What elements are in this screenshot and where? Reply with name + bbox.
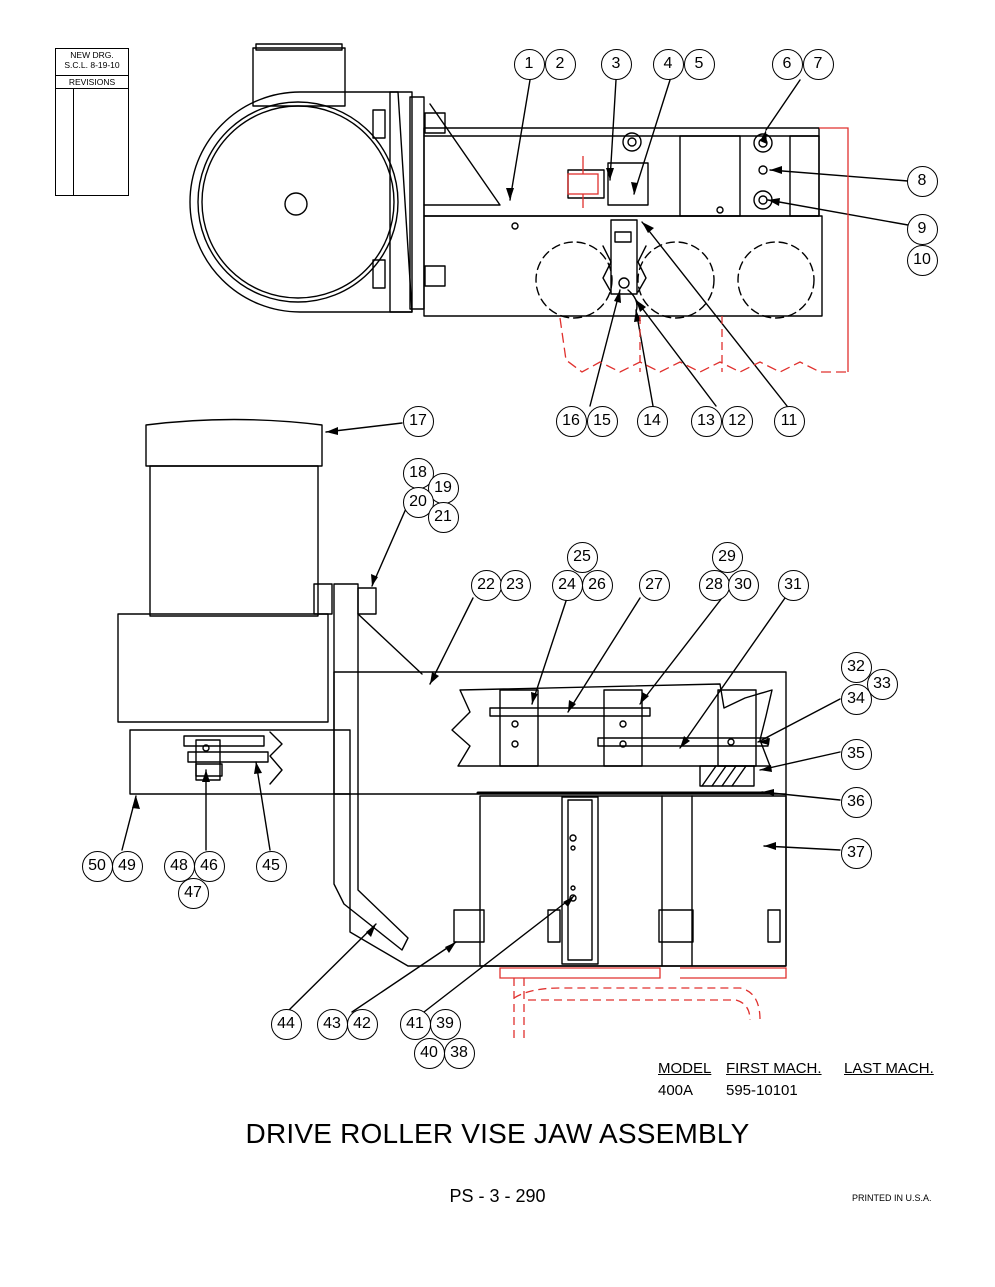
callout-27: 27: [638, 569, 670, 601]
callout-35: 35: [840, 738, 872, 770]
side-view-cutaway: [451, 683, 773, 787]
leader-arrowheads: [132, 130, 782, 953]
callout-23: 23: [499, 569, 531, 601]
callout-40: 40: [413, 1037, 445, 1069]
revision-line-1: NEW DRG.: [70, 50, 114, 60]
side-view-gearbox-housing: [333, 671, 787, 967]
callout-22: 22: [470, 569, 502, 601]
top-view-hidden-rollers: [535, 241, 815, 319]
callout-17: 17: [402, 405, 434, 437]
side-view-mount-plate: [333, 583, 423, 951]
model-header: MODEL: [658, 1060, 712, 1077]
callout-49: 49: [111, 850, 143, 882]
callout-38: 38: [443, 1037, 475, 1069]
callout-28: 28: [698, 569, 730, 601]
phantom-outline: [499, 127, 849, 1040]
callout-9: 9: [906, 213, 938, 245]
callout-25: 25: [566, 541, 598, 573]
callout-8: 8: [906, 165, 938, 197]
model-value: 400A: [658, 1082, 694, 1099]
callout-14: 14: [636, 405, 668, 437]
callout-11: 11: [773, 405, 805, 437]
callout-1: 1: [513, 48, 545, 80]
callout-2: 2: [544, 48, 576, 80]
callout-10: 10: [906, 244, 938, 276]
model-table: MODEL FIRST MACH. LAST MACH. 400A 595-10…: [658, 1058, 948, 1102]
callout-15: 15: [586, 405, 618, 437]
callout-43: 43: [316, 1008, 348, 1040]
callout-7: 7: [802, 48, 834, 80]
callout-47: 47: [177, 877, 209, 909]
callout-32: 32: [840, 651, 872, 683]
callout-33: 33: [866, 668, 898, 700]
callout-5: 5: [683, 48, 715, 80]
callout-3: 3: [600, 48, 632, 80]
revision-header: REVISIONS: [56, 75, 128, 89]
callout-16: 16: [555, 405, 587, 437]
side-view-sprocket-guard: [129, 729, 351, 795]
callout-39: 39: [429, 1008, 461, 1040]
top-view-gear-housing: [189, 43, 501, 313]
side-view-motor: [117, 418, 333, 723]
callout-48: 48: [163, 850, 195, 882]
callout-37: 37: [840, 837, 872, 869]
callout-46: 46: [193, 850, 225, 882]
callout-6: 6: [771, 48, 803, 80]
callout-26: 26: [581, 569, 613, 601]
first-mach-header: FIRST MACH.: [726, 1060, 822, 1077]
callout-42: 42: [346, 1008, 378, 1040]
callout-36: 36: [840, 786, 872, 818]
leader-lines: [121, 79, 909, 1013]
callout-12: 12: [721, 405, 753, 437]
callout-31: 31: [777, 569, 809, 601]
callout-4: 4: [652, 48, 684, 80]
callout-13: 13: [690, 405, 722, 437]
callout-30: 30: [727, 569, 759, 601]
drawing-title: DRIVE ROLLER VISE JAW ASSEMBLY: [245, 1118, 750, 1149]
callout-41: 41: [399, 1008, 431, 1040]
callout-50: 50: [81, 850, 113, 882]
revision-column-divider: [73, 89, 74, 195]
revision-block: NEW DRG. S.C.L. 8-19-10 REVISIONS: [55, 48, 129, 196]
printed-note: PRINTED IN U.S.A.: [852, 1193, 932, 1203]
last-mach-value: [844, 1080, 948, 1102]
callout-21: 21: [427, 501, 459, 533]
callout-44: 44: [270, 1008, 302, 1040]
callout-34: 34: [840, 683, 872, 715]
top-view-frame: [423, 127, 823, 317]
revision-line-2: S.C.L. 8-19-10: [64, 60, 120, 70]
page-number: PS - 3 - 290: [449, 1186, 546, 1206]
model-table-header: MODEL FIRST MACH. LAST MACH.: [658, 1058, 948, 1080]
first-mach-value: 595-10101: [726, 1082, 798, 1099]
callout-45: 45: [255, 850, 287, 882]
model-table-row: 400A 595-10101: [658, 1080, 948, 1102]
callout-29: 29: [711, 541, 743, 573]
callout-24: 24: [551, 569, 583, 601]
last-mach-header: LAST MACH.: [844, 1060, 934, 1077]
